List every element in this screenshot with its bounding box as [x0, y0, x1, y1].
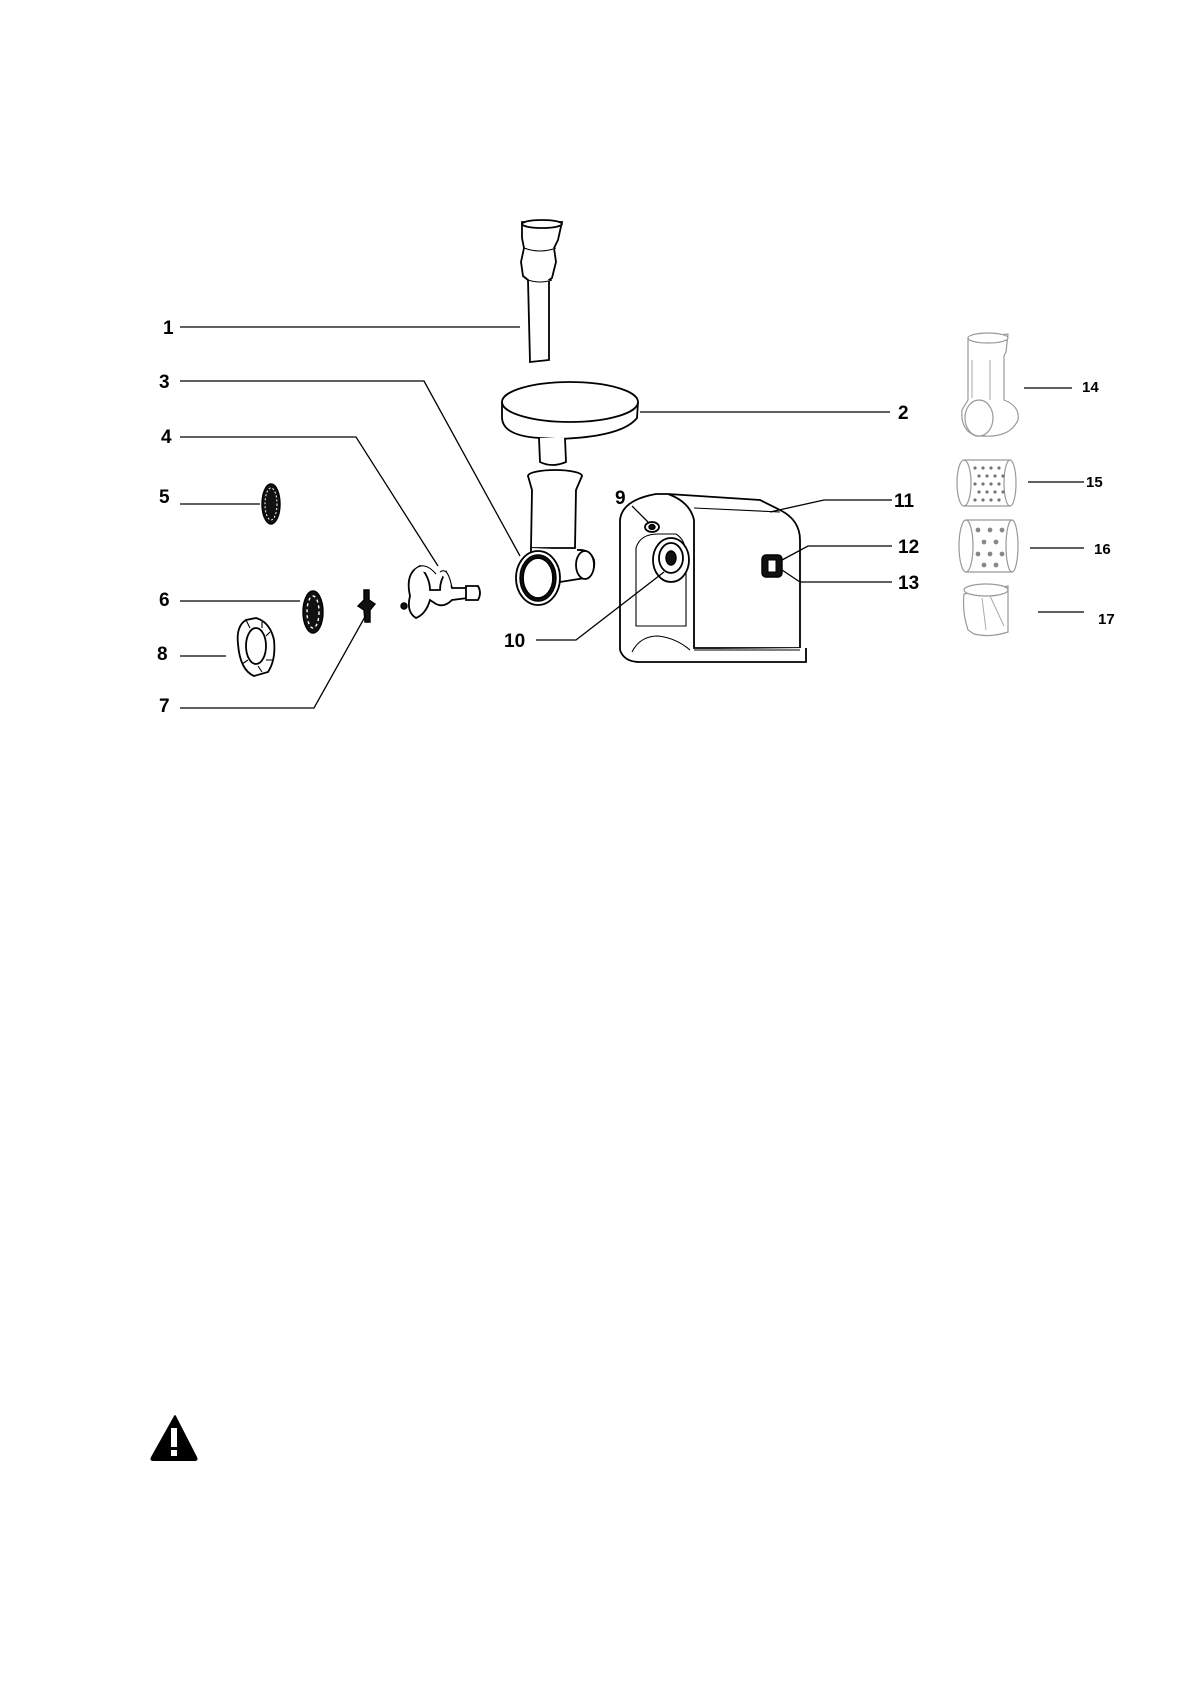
warning-triangle-icon — [150, 1415, 197, 1461]
cutting-blade-part — [358, 590, 375, 622]
auger-part — [401, 566, 480, 618]
slicing-cone-part — [964, 584, 1009, 636]
part-number-17: 17 — [1098, 611, 1115, 628]
part-number-7: 7 — [159, 696, 170, 717]
part-number-9: 9 — [615, 488, 626, 509]
grinder-head-part — [516, 470, 594, 605]
hopper-tray-part — [502, 382, 638, 465]
part-number-1: 1 — [163, 318, 174, 339]
part-number-14: 14 — [1082, 379, 1099, 396]
leader-11 — [770, 500, 892, 512]
part-number-11: 11 — [894, 491, 915, 512]
part-number-6: 6 — [159, 590, 170, 611]
slicer-attachment-part — [962, 333, 1018, 436]
part-number-5: 5 — [159, 487, 170, 508]
part-number-12: 12 — [898, 537, 919, 558]
coarse-grating-drum-part — [959, 520, 1018, 572]
part-number-15: 15 — [1086, 474, 1103, 491]
motor-housing-part — [620, 494, 806, 662]
pusher-part — [521, 220, 562, 362]
coarse-mincing-plate-part — [303, 591, 323, 633]
part-number-10: 10 — [504, 631, 525, 652]
part-number-13: 13 — [898, 573, 919, 594]
part-number-2: 2 — [898, 403, 909, 424]
part-number-4: 4 — [161, 427, 172, 448]
part-number-8: 8 — [157, 644, 168, 665]
locking-ring-part — [238, 618, 275, 676]
leader-4 — [180, 437, 438, 566]
part-number-3: 3 — [159, 372, 170, 393]
fine-grating-drum-part — [957, 460, 1016, 506]
leader-3 — [180, 381, 520, 556]
part-number-16: 16 — [1094, 541, 1111, 558]
fine-mincing-plate-part — [262, 484, 280, 524]
